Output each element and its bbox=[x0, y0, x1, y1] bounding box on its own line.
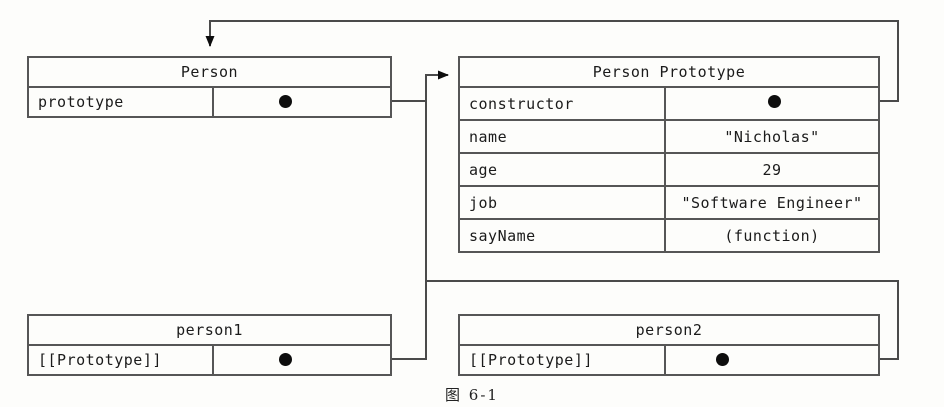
table-row: age 29 bbox=[460, 152, 878, 185]
prototype-age-key: age bbox=[460, 154, 666, 185]
person1-prototype-key: [[Prototype]] bbox=[29, 346, 214, 374]
prototype-sayname-key: sayName bbox=[460, 220, 666, 251]
box-person-prototype-title: Person Prototype bbox=[592, 63, 746, 81]
prototype-constructor-key: constructor bbox=[460, 88, 666, 119]
box-person-prototype[interactable]: Person Prototype constructor name "Nicho… bbox=[458, 56, 880, 253]
table-row: constructor bbox=[460, 86, 878, 119]
prototype-name-key: name bbox=[460, 121, 666, 152]
person2-prototype-value bbox=[666, 346, 878, 374]
box-person1[interactable]: person1 [[Prototype]] bbox=[27, 314, 392, 376]
prototype-age-value: 29 bbox=[762, 160, 782, 179]
box-person2[interactable]: person2 [[Prototype]] bbox=[458, 314, 880, 376]
prototype-job-key: job bbox=[460, 187, 666, 218]
person1-prototype-value bbox=[214, 346, 390, 374]
pointer-dot-prototype-constructor bbox=[768, 95, 781, 108]
table-row: prototype bbox=[29, 86, 390, 116]
prototype-job-value: "Software Engineer" bbox=[681, 193, 863, 212]
prototype-sayname-value: (function) bbox=[724, 226, 820, 245]
person2-prototype-key: [[Prototype]] bbox=[460, 346, 666, 374]
pointer-dot-person1-prototype bbox=[279, 353, 292, 366]
box-person-title: Person bbox=[180, 63, 239, 81]
table-row: [[Prototype]] bbox=[29, 344, 390, 374]
box-person1-title: person1 bbox=[176, 321, 243, 339]
table-row: job "Software Engineer" bbox=[460, 185, 878, 218]
pointer-dot-person-prototype bbox=[279, 95, 292, 108]
person-prototype-value bbox=[214, 88, 390, 116]
box-person[interactable]: Person prototype bbox=[27, 56, 392, 118]
prototype-name-value: "Nicholas" bbox=[724, 127, 820, 146]
figure-caption: 图 6-1 bbox=[445, 386, 499, 404]
person-prototype-key: prototype bbox=[29, 88, 214, 116]
table-row: sayName (function) bbox=[460, 218, 878, 251]
box-person2-title: person2 bbox=[635, 321, 703, 339]
table-row: name "Nicholas" bbox=[460, 119, 878, 152]
table-row: [[Prototype]] bbox=[460, 344, 878, 374]
pointer-dot-person2-prototype bbox=[716, 353, 729, 366]
